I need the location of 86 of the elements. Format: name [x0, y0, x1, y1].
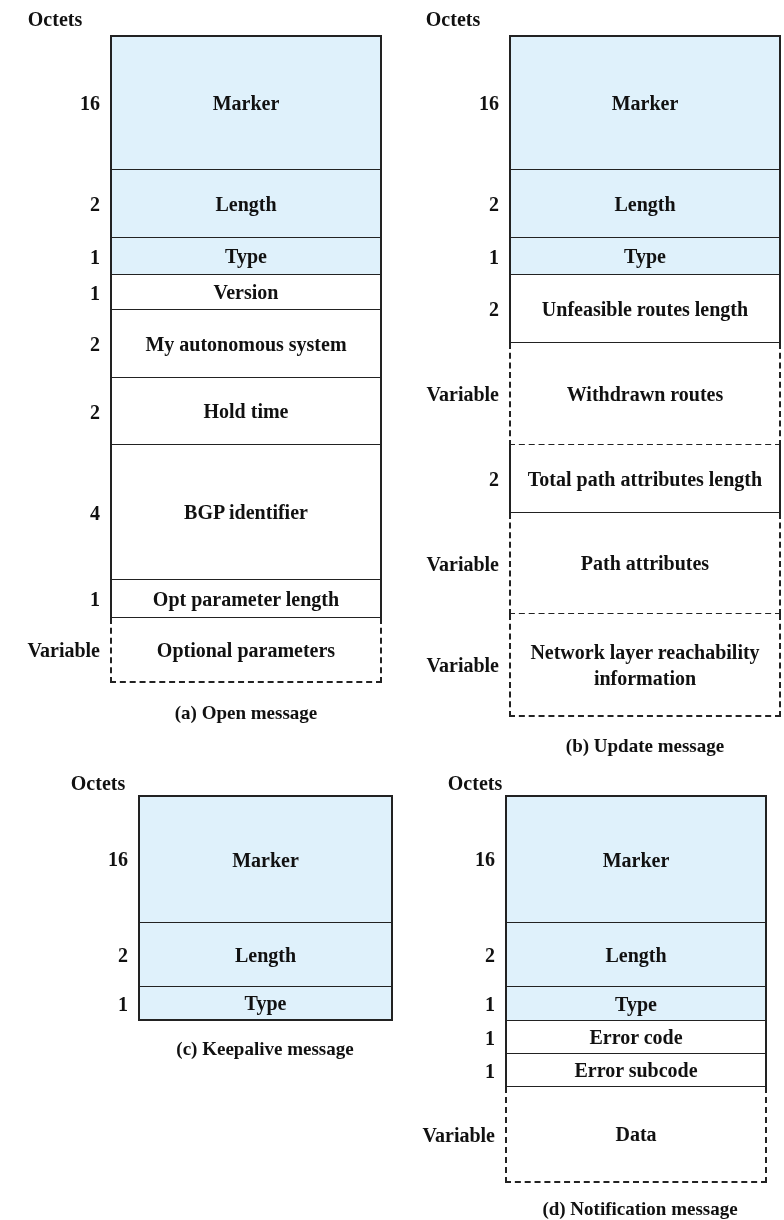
field-name: Length: [613, 191, 677, 217]
caption: (d) Notification message: [542, 1198, 738, 1220]
field-name: Marker: [601, 847, 671, 873]
octet-count: 1: [90, 245, 100, 268]
field-box: [509, 614, 781, 717]
field-name: BGP identifier: [183, 500, 309, 525]
octet-count: 16: [108, 847, 128, 871]
field-name: Network layer reachability information: [529, 639, 761, 691]
field-box: [509, 343, 781, 446]
field-box: [110, 580, 382, 619]
field-box: [110, 35, 382, 171]
field-box: [110, 378, 382, 446]
octet-count: Variable: [426, 653, 499, 677]
field-name: Marker: [610, 91, 680, 116]
field-name: Type: [243, 991, 288, 1016]
field-name: Type: [614, 991, 658, 1017]
field-box: [110, 238, 382, 276]
octet-count: 2: [90, 192, 100, 216]
field-name: Type: [623, 244, 667, 269]
field-box: [138, 795, 393, 924]
octet-count: 1: [489, 245, 499, 268]
field-name: Type: [224, 244, 268, 269]
field-box: [509, 35, 781, 171]
field-box: [138, 987, 393, 1021]
field-box: [110, 618, 382, 683]
caption: (b) Update message: [565, 735, 725, 757]
octet-count: 2: [489, 192, 499, 216]
octet-count: 2: [489, 297, 499, 321]
field-name: Path attributes: [579, 551, 711, 576]
field-box: [505, 1021, 767, 1055]
field-box: [110, 275, 382, 311]
field-name: Marker: [211, 91, 281, 116]
octets-heading: Octets: [27, 8, 83, 31]
field-name: Optional parameters: [155, 637, 337, 663]
field-box: [509, 238, 781, 276]
octet-count: Variable: [426, 382, 499, 406]
octet-count: 2: [118, 943, 128, 967]
octet-count: 2: [90, 332, 100, 356]
octet-count: 1: [485, 992, 495, 1016]
field-box: [509, 445, 781, 514]
field-name: Length: [214, 191, 278, 217]
octets-heading: Octets: [425, 8, 481, 31]
field-name: My autonomous system: [144, 331, 348, 357]
octet-count: 2: [485, 943, 495, 967]
field-name: Opt parameter length: [151, 586, 341, 612]
field-name: Total path attributes length: [526, 466, 764, 492]
octet-count: 16: [475, 847, 495, 871]
octet-count: 2: [90, 400, 100, 423]
field-box: [505, 923, 767, 988]
octet-count: 1: [90, 281, 100, 304]
field-name: Hold time: [202, 399, 290, 424]
field-name: Error code: [588, 1025, 684, 1050]
caption: (c) Keepalive message: [176, 1038, 354, 1060]
octet-count: 1: [90, 587, 100, 611]
octet-count: Variable: [27, 638, 100, 662]
caption: (a) Open message: [174, 702, 318, 724]
field-box: [509, 170, 781, 239]
octet-count: 2: [489, 467, 499, 491]
field-name: Length: [604, 942, 668, 968]
octet-count: Variable: [426, 552, 499, 575]
field-name: Withdrawn routes: [565, 381, 725, 407]
field-box: [505, 1054, 767, 1088]
field-name: Unfeasible routes length: [540, 296, 750, 322]
field-box: [110, 170, 382, 239]
octets-heading: Octets: [70, 772, 126, 795]
octet-count: 1: [118, 992, 128, 1015]
octet-count: Variable: [422, 1123, 495, 1146]
field-box: [138, 923, 393, 988]
field-box: [505, 795, 767, 924]
field-box: [505, 1087, 767, 1183]
field-name: Error subcode: [573, 1058, 699, 1083]
octet-count: 16: [80, 91, 100, 114]
field-name: Length: [233, 942, 298, 968]
field-box: [110, 445, 382, 581]
octets-heading: Octets: [447, 772, 503, 795]
field-name: Version: [212, 280, 280, 305]
octet-count: 16: [479, 91, 499, 114]
field-box: [509, 513, 781, 615]
field-name: Marker: [231, 847, 300, 873]
octet-count: 1: [485, 1059, 495, 1082]
field-box: [110, 310, 382, 379]
field-box: [509, 275, 781, 344]
field-name: Data: [614, 1122, 658, 1147]
octet-count: 4: [90, 501, 100, 524]
octet-count: 1: [485, 1026, 495, 1049]
field-box: [505, 987, 767, 1022]
